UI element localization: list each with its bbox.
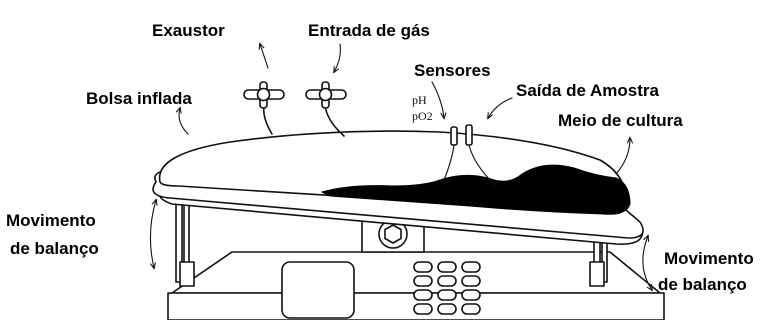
display-screen	[281, 261, 355, 319]
label-exhaust: Exaustor	[152, 21, 225, 40]
label-rocking-right-1: Movimento	[664, 249, 754, 268]
rocking-left-arrow-icon	[150, 200, 156, 268]
pivot-hub	[361, 219, 425, 253]
label-gas-inlet: Entrada de gás	[308, 21, 430, 40]
right-support-leg	[589, 231, 608, 287]
exhaust-arrow-icon	[260, 44, 269, 69]
sample-arrow-icon	[488, 97, 513, 118]
label-inflated-bag: Bolsa inflada	[86, 89, 192, 108]
sensors-arrow-icon	[431, 81, 444, 118]
annotation-arrows	[150, 44, 652, 290]
rocking-right-arrow-icon	[642, 236, 652, 290]
label-rocking-left-1: Movimento	[6, 211, 96, 230]
gas-inlet-filter-icon	[305, 81, 347, 109]
label-sensors: Sensores	[414, 61, 491, 80]
keypad	[413, 261, 481, 315]
label-rocking-left-2: de balanço	[10, 239, 99, 258]
label-po2: pO2	[412, 109, 433, 123]
rocker-base	[167, 251, 665, 320]
gas-tubing	[262, 103, 345, 137]
sensor-probes	[443, 124, 497, 187]
pivot-bolt-icon	[384, 224, 402, 244]
left-support-leg	[175, 199, 195, 287]
gas-in-arrow-icon	[334, 43, 341, 72]
label-sample-outlet: Saída de Amostra	[516, 81, 660, 100]
medium-arrow-icon	[615, 138, 630, 175]
culture-medium	[320, 164, 631, 215]
base-top-surface	[171, 251, 661, 294]
label-ph: pH	[412, 93, 427, 107]
bag-arrow-icon	[179, 108, 189, 135]
exhaust-filter-icon	[243, 81, 285, 109]
label-culture-medium: Meio de cultura	[558, 111, 683, 130]
label-rocking-right-2: de balanço	[658, 275, 747, 294]
